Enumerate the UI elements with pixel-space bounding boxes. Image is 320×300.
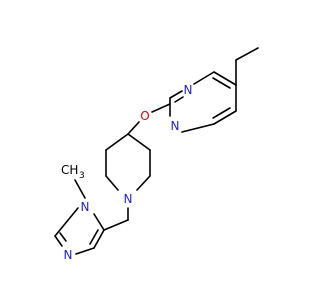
bond-pip-c2-n (136, 175, 151, 191)
molecule-structure-diagram: N N O N N N CH 3 (54, 47, 259, 262)
bond-im-c4-n3 (75, 247, 95, 255)
atom-label-pyrimidine-n1: N (184, 83, 193, 97)
bond-pip-n-c6 (105, 175, 119, 191)
bond-pyr-n3-c2 (169, 90, 183, 99)
bond-im-c5-c4 (93, 229, 105, 249)
bond-im-c5-n1 (93, 213, 105, 231)
atom-label-imidazole-n3: N (64, 248, 73, 262)
atom-label-ether-oxygen: O (140, 109, 149, 123)
atom-label-piperidine-n: N (124, 192, 133, 206)
bond-im-c2-n1 (54, 207, 79, 237)
bond-pyr-c5-c4-inner (212, 77, 231, 89)
bond-im-n3-c2-inner (59, 232, 67, 242)
bond-pyr-c6-c5 (213, 110, 237, 125)
bond-o-pip-c4 (127, 121, 140, 135)
atom-label-pyrimidine-n3: N (171, 119, 180, 133)
bond-pip-c5-c4 (105, 133, 129, 151)
atom-label-methyl: CH 3 (61, 163, 85, 181)
methyl-label-ch: CH (61, 163, 78, 177)
bond-pyr-n3-c2-inner (174, 96, 184, 103)
methyl-label-subscript: 3 (79, 171, 85, 181)
bond-pip-c4-c3 (127, 133, 151, 151)
bond-ch2-im-c5 (103, 219, 129, 231)
bond-im-n3-c2 (54, 235, 63, 247)
bond-ethyl-ch3 (235, 47, 259, 61)
bond-im-n1-methyl (74, 179, 86, 199)
bond-pyr-c6-c5-inner (212, 107, 231, 119)
bond-pyr-n1-c6 (181, 123, 215, 133)
atom-label-imidazole-n1: N (81, 200, 90, 214)
bond-pyr-c4-n3 (193, 71, 215, 85)
bond-pyr-c5-c4 (213, 71, 237, 86)
bond-pyr-c2-o (151, 103, 171, 113)
bond-im-c5-c4-inner (89, 229, 99, 245)
